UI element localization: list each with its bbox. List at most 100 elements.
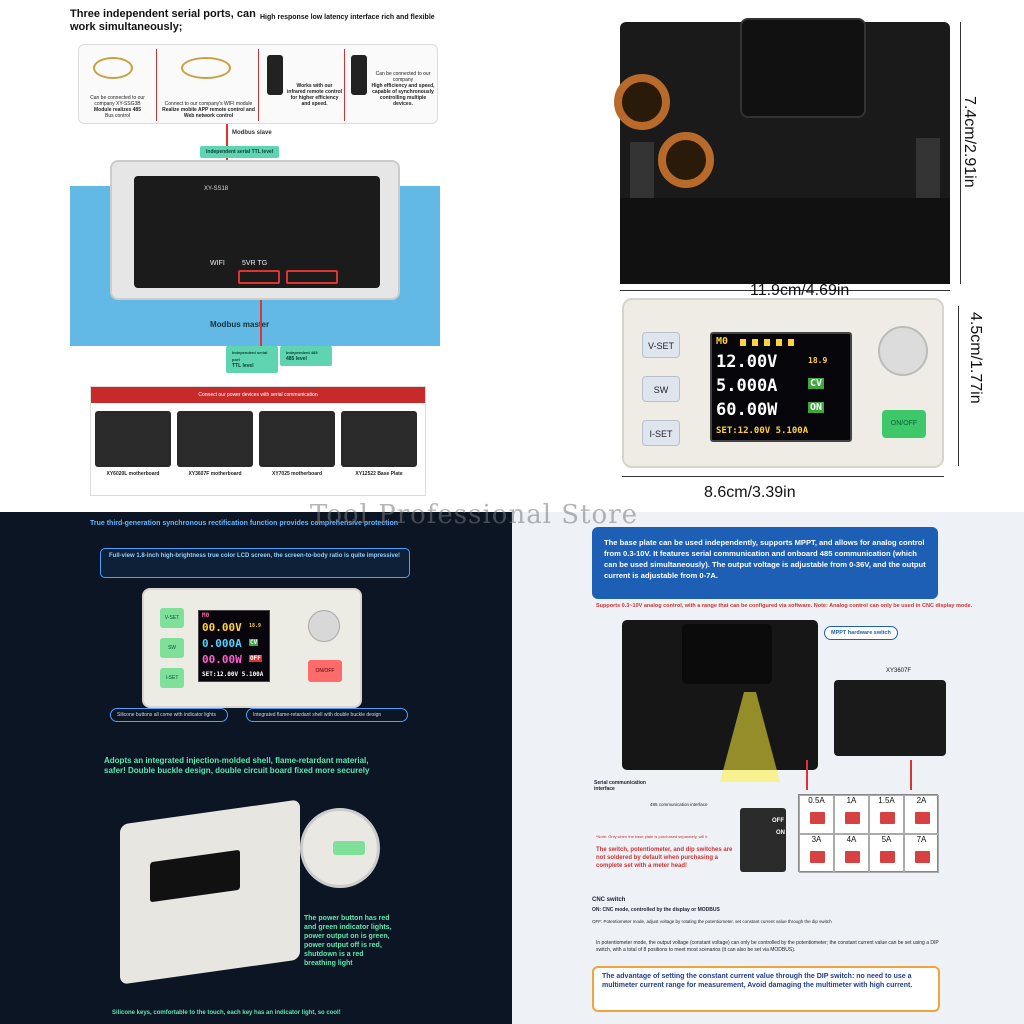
motherboards-box: Connect our power devices with serial co… xyxy=(90,386,426,496)
accessory-remote: Works with our infrared remote control f… xyxy=(261,49,345,121)
wifi-module-icon xyxy=(181,57,231,79)
dip-value: 1.5A xyxy=(878,796,895,805)
device-board: XY-SS18 WIFI 5VR TG xyxy=(110,160,400,300)
pins-label: 5VR TG xyxy=(242,260,268,267)
lcd-dots xyxy=(740,339,800,346)
accessory-wifi-sub: Web network control xyxy=(183,113,234,119)
lcd-on: ON xyxy=(808,402,825,413)
fan xyxy=(740,18,866,118)
ttl-left-badge: Independent serial port TTL level xyxy=(226,346,278,373)
serial-subtitle: High response low latency interface rich… xyxy=(260,14,435,21)
lcd-set: SET:12.00V 5.100A xyxy=(716,426,809,436)
vset-button[interactable]: V-SET xyxy=(160,608,184,628)
power-text: The power button has red and green indic… xyxy=(304,915,392,967)
lcd-mode: M0 xyxy=(716,336,729,347)
dip-cell: 0.5A xyxy=(799,795,834,834)
screen-callout: Full-view 1.8-inch high-brightness true … xyxy=(100,548,410,578)
front-panel: V-SET SW I-SET M0 12.00V 5.000A 60.00W 1… xyxy=(622,298,944,468)
off-label: OFF xyxy=(772,818,784,824)
lcd-small: 18.9 xyxy=(808,356,828,365)
base-plate-banner: The base plate can be used independently… xyxy=(592,527,938,599)
highlight-beam xyxy=(720,692,780,782)
dip-value: 2A xyxy=(916,796,927,805)
lcd-screen: M0 12.00V 5.000A 60.00W 18.9 CV ON SET:1… xyxy=(710,332,852,442)
shell-text: Adopts an integrated injection-molded sh… xyxy=(104,756,370,775)
motherboard-caption: XY6020L motherboard xyxy=(106,471,160,477)
button-zoom xyxy=(300,808,380,888)
ttl-right: 485 level xyxy=(286,356,307,362)
port-highlight xyxy=(286,270,338,284)
heatsink xyxy=(682,624,772,684)
motherboard-image xyxy=(95,411,171,467)
onoff-button[interactable]: ON/OFF xyxy=(308,660,342,682)
dim-line xyxy=(622,476,944,477)
dip-cell: 5A xyxy=(869,834,904,873)
accessory-multi: Can be connected to our company High eff… xyxy=(347,49,437,121)
accessory-multi-label: High efficiency and speed, capable of sy… xyxy=(371,83,435,107)
remote-icon xyxy=(267,55,283,95)
pcb-lower xyxy=(620,198,950,284)
keys-text: Silicone keys, comfortable to the touch,… xyxy=(112,1010,341,1016)
pot-text: In potentiometer mode, the output voltag… xyxy=(596,940,939,953)
motherboard-caption: XY7025 motherboard xyxy=(271,471,323,477)
rotary-knob[interactable] xyxy=(308,610,340,642)
lcd-mode: M0 xyxy=(202,612,210,619)
lcd-volt: 12.00V xyxy=(716,352,778,372)
dip-value: 1A xyxy=(846,796,857,805)
ttl-left: TTL level xyxy=(232,363,254,369)
dip-value: 7A xyxy=(916,835,927,844)
motherboard-caption: XY3607F motherboard xyxy=(188,471,242,477)
motherboard-image xyxy=(259,411,335,467)
arrow-icon xyxy=(910,760,912,790)
ttl-right-badge: Independent 485 485 level xyxy=(280,346,332,366)
iset-button[interactable]: I-SET xyxy=(642,420,680,446)
ttl-right-small: Independent 485 xyxy=(286,350,318,355)
vset-button[interactable]: V-SET xyxy=(642,332,680,358)
terminal xyxy=(916,138,940,208)
dip-switch-icon xyxy=(880,851,895,863)
lcd-volt: 00.00V xyxy=(202,621,242,634)
accessory-485-label: Module realizes 485 xyxy=(94,107,141,113)
switch-panel xyxy=(834,680,946,756)
wifi-port-label: WIFI xyxy=(210,260,225,267)
lcd-amp: 0.000A xyxy=(202,637,242,650)
mppt-label: MPPT hardware switch xyxy=(824,626,898,640)
base-plate-image xyxy=(622,620,818,782)
sw-button[interactable]: SW xyxy=(160,638,184,658)
dip-switch-icon xyxy=(845,851,860,863)
motherboard-image xyxy=(177,411,253,467)
serial-title: Three independent serial ports, can work… xyxy=(70,8,256,33)
warn-small: *Note: Only when the base plate is purch… xyxy=(596,834,708,839)
sw-button[interactable]: SW xyxy=(642,376,680,402)
store-watermark: Tool Professional Store xyxy=(310,500,639,530)
dim-width-top: 11.9cm/4.69in xyxy=(750,282,850,299)
rotary-knob[interactable] xyxy=(878,326,928,376)
dip-cell: 1A xyxy=(834,795,869,834)
motherboard-image xyxy=(341,411,417,467)
onoff-button[interactable]: ON/OFF xyxy=(882,410,926,438)
accessory-485: Can be connected to our company XY-SSG3B… xyxy=(79,49,157,121)
warn-text: The switch, potentiometer, and dip switc… xyxy=(596,847,733,869)
lcd-small: 18.9 xyxy=(249,623,262,629)
dim-line xyxy=(958,306,959,466)
shell-tag: Integrated flame-retardant shell with do… xyxy=(246,708,408,722)
lcd-watt: 00.00W xyxy=(202,653,242,666)
iset-button[interactable]: I-SET xyxy=(160,668,184,688)
base-plate xyxy=(614,18,950,284)
accessory-wifi: Connect to our company's WIFI module Rea… xyxy=(159,49,259,121)
dim-height-bottom: 4.5cm/1.77in xyxy=(967,312,984,404)
power-button-zoom xyxy=(333,841,365,855)
model-label: XY3607F xyxy=(886,668,912,674)
485-label: 485 communication interface xyxy=(650,802,708,807)
dim-width-bottom: 8.6cm/3.39in xyxy=(704,484,796,501)
dim-line xyxy=(620,290,950,291)
cnc-off: OFF: Potentiometer mode, adjust voltage … xyxy=(592,919,832,924)
remote-icon xyxy=(351,55,367,95)
dip-value: 4A xyxy=(846,835,857,844)
dip-value: 0.5A xyxy=(808,796,825,805)
cnc-switch-image xyxy=(740,808,786,872)
coil xyxy=(614,74,670,130)
connect-bar: Connect our power devices with serial co… xyxy=(91,387,425,403)
lcd-cv: CV xyxy=(808,378,825,389)
connector-line xyxy=(260,300,262,350)
